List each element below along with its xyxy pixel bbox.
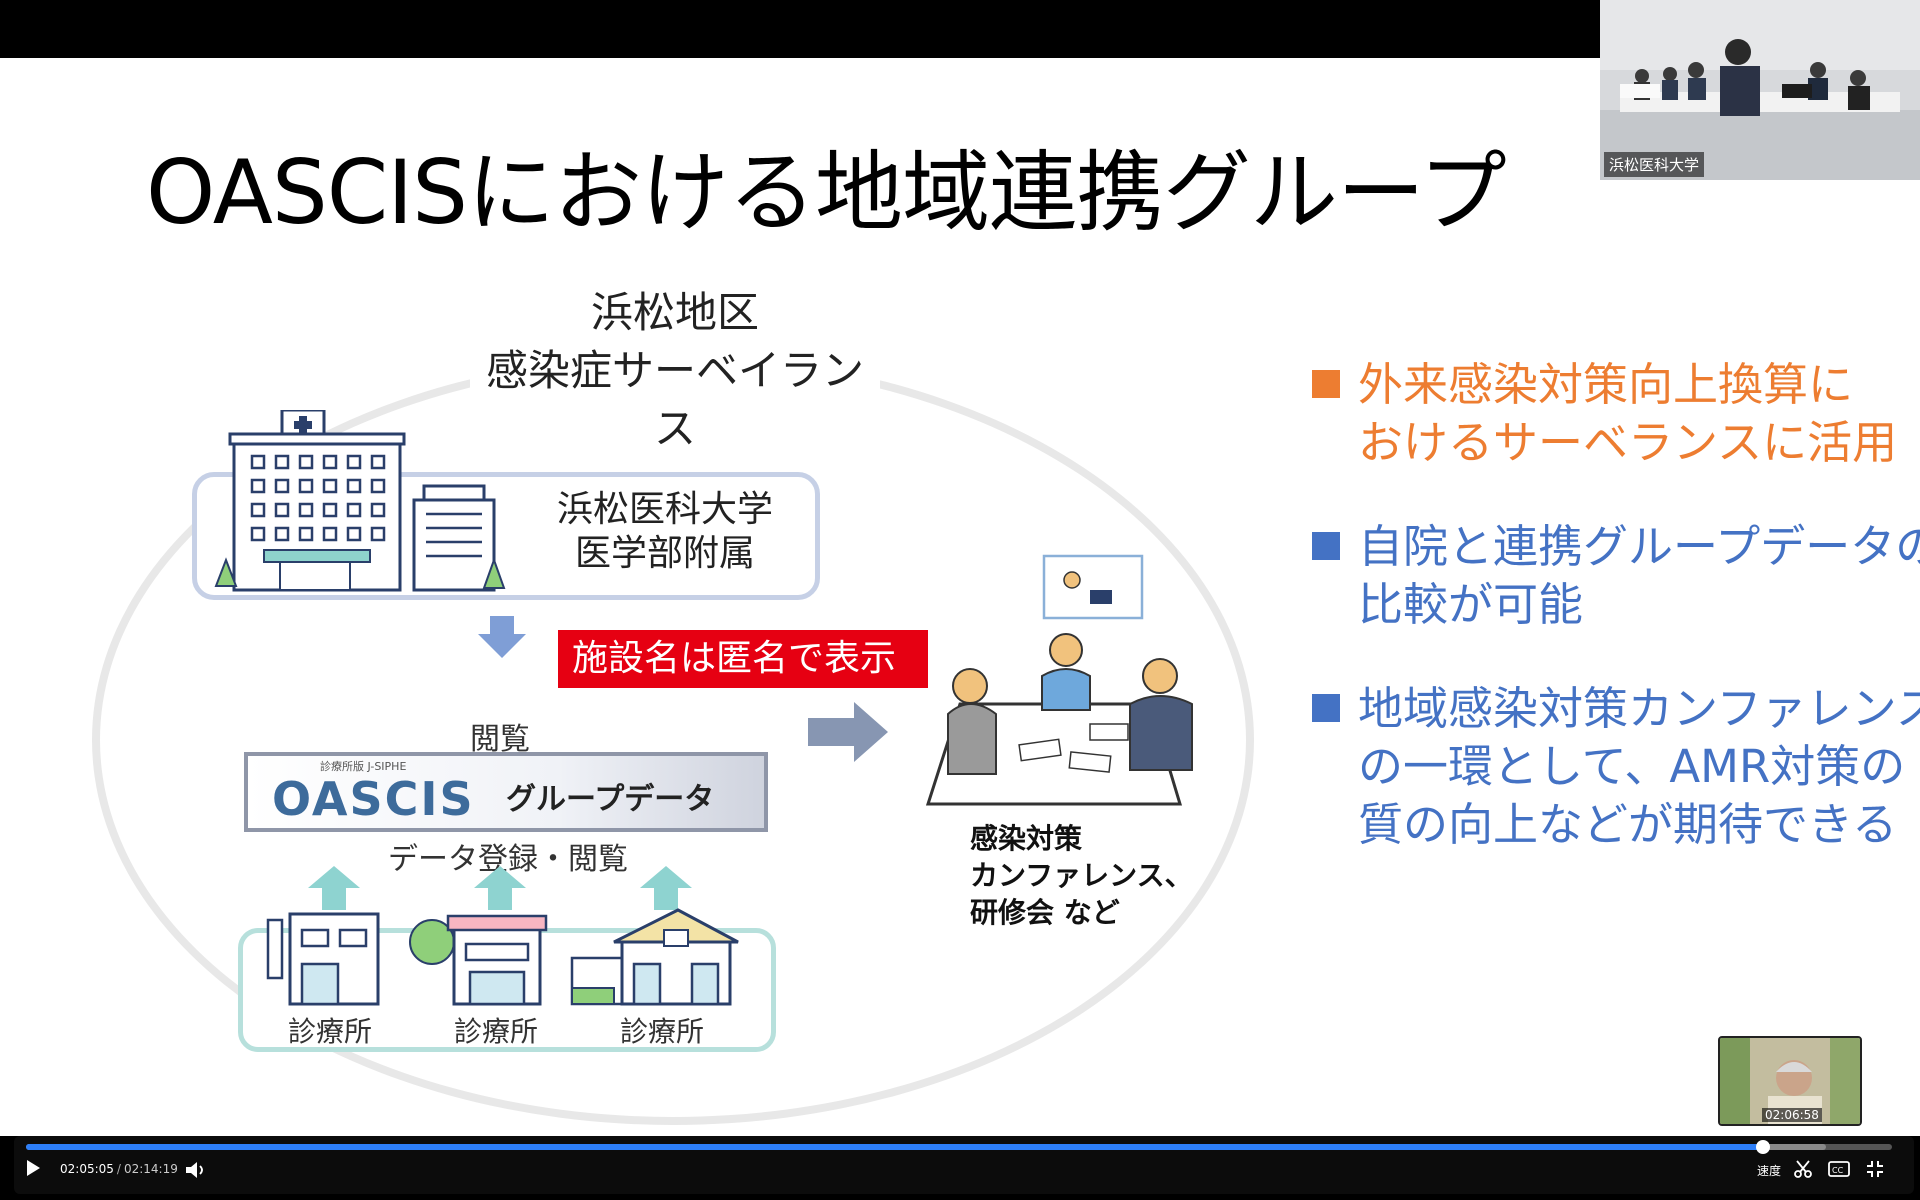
up-arrow-icon-2 [474,866,526,910]
area-title-line-1: 浜松地区 [590,288,759,337]
conference-label-line-3: 研修会 など [970,896,1120,929]
group-data-label: グループデータ [506,782,715,817]
seek-bar-handle[interactable] [1756,1140,1771,1154]
clinic-label-1: 診療所 [288,1015,373,1048]
oascis-group-data-bar [244,752,768,832]
hospital-label-line-1: 浜松医科大学 [556,489,773,530]
register-view-label: データ登録・閲覧 [388,842,628,877]
bullet-1-line-1: 外来感染対策向上換算に [1358,358,1854,411]
captions-icon[interactable]: CC [1828,1161,1850,1177]
speed-button[interactable]: 速度 [1757,1164,1782,1178]
presentation-slide: OASCISにおける地域連携グループ 浜松地区 感染症サーベイランス 浜松医科大… [0,58,1920,1136]
bullet-2-text: 自院と連携グループデータの比較が可能 [1358,518,1920,634]
conference-illustration [925,554,1193,806]
conference-label-line-2: カンファレンス、 [970,859,1193,892]
right-arrow-icon [808,702,888,762]
time-display: 02:05:05/02:14:19 [60,1162,178,1176]
duration: 02:14:19 [123,1162,178,1176]
oascis-subtitle: 診療所版 J-SIPHE [320,760,407,773]
clinic-buildings-illustration [266,908,739,1006]
bullet-3-line-3: 質の向上などが期待できる [1358,798,1898,851]
conference-label: 感染対策 カンファレンス、 研修会 など [970,820,1193,931]
hospital-label: 浜松医科大学 医学部附属 [520,488,810,576]
bullet-3-square [1312,694,1340,722]
hospital-building-illustration [214,410,506,592]
play-icon[interactable] [27,1160,40,1176]
bullet-3-text: 地域感染対策カンファレンスの一環として、AMR対策の質の向上などが期待できる [1358,680,1920,854]
exit-fullscreen-icon[interactable] [1866,1160,1884,1178]
pip-timestamp: 02:06:58 [1762,1108,1822,1122]
clinic-label-3: 診療所 [620,1015,705,1048]
camera-feed-main [1600,0,1920,180]
up-arrow-icon-3 [640,866,692,910]
camera-main-label: 浜松医科大学 [1604,152,1705,177]
area-title: 浜松地区 感染症サーベイランス [470,284,880,458]
svg-text:CC: CC [1832,1166,1844,1175]
seek-bar-progress [26,1144,1764,1150]
bullet-2-line-1: 自院と連携グループデータの [1358,520,1920,573]
bullet-1-text: 外来感染対策向上換算におけるサーベランスに活用 [1358,356,1897,472]
bullet-1-square [1312,370,1340,398]
bullet-2-line-2: 比較が可能 [1358,578,1584,631]
hospital-label-line-2: 医学部附属 [574,533,755,574]
up-arrow-icon-1 [308,866,360,910]
bullet-3-line-1: 地域感染対策カンファレンス [1358,682,1920,735]
bullet-2-square [1312,532,1340,560]
clinic-label-2: 診療所 [454,1015,539,1048]
down-arrow-icon [478,616,526,658]
seek-bar[interactable] [26,1140,1892,1154]
area-title-line-2: 感染症サーベイランス [485,346,864,453]
classroom-video-frame [1600,0,1920,180]
anonymous-notice: 施設名は匿名で表示 [558,630,928,688]
oascis-logo: OASCIS [272,772,475,826]
scissors-icon[interactable] [1794,1160,1812,1178]
volume-icon[interactable] [186,1162,206,1178]
view-label: 閲覧 [470,722,530,757]
slide-title: OASCISにおける地域連携グループ [146,141,1507,244]
bullet-1-line-2: おけるサーベランスに活用 [1358,416,1898,469]
conference-label-line-1: 感染対策 [970,822,1083,855]
bullet-3-line-2: の一環として、AMR対策の [1358,740,1906,793]
current-time: 02:05:05 [60,1162,114,1176]
time-separator: / [116,1162,121,1176]
